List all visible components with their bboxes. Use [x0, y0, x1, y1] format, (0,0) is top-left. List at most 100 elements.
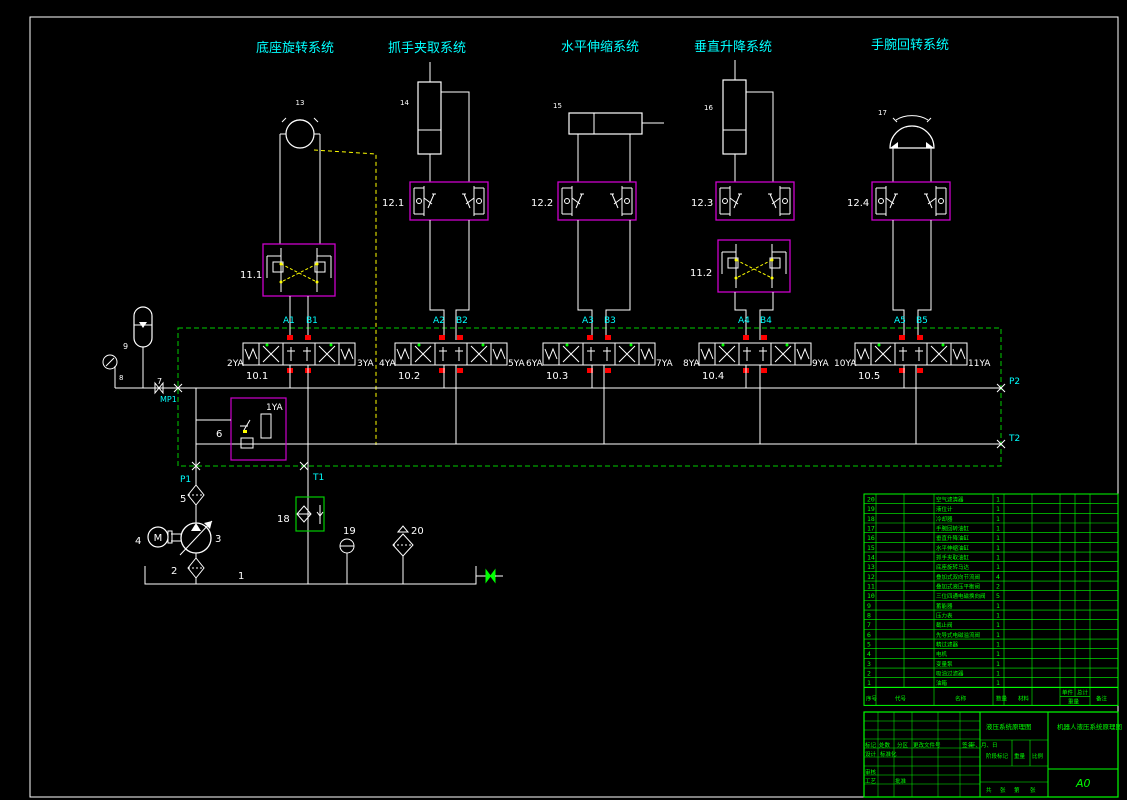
bom-no: 11	[867, 583, 875, 591]
svg-text:8YA: 8YA	[683, 359, 701, 369]
project-name: 机器人液压系统原理图	[1057, 722, 1122, 731]
title-vertical: 垂直升降系统	[694, 40, 772, 55]
bom-name: 三位四通电磁换向阀	[936, 592, 986, 600]
process-label: 工艺	[865, 778, 877, 785]
bom-no: 19	[867, 505, 875, 513]
bom-no: 13	[867, 563, 875, 571]
revision-header-0: 标记	[865, 741, 877, 749]
directional-valve-10-4	[698, 334, 812, 374]
port-mp1: MP1	[160, 395, 177, 404]
svg-text:7YA: 7YA	[656, 359, 674, 369]
bom-name: 变量泵	[936, 660, 953, 668]
bom-name: 压力表	[936, 612, 953, 620]
sheet-0: 共	[986, 786, 992, 794]
bom-name: 空气滤清器	[936, 496, 964, 504]
bom-qty: 1	[996, 660, 1000, 668]
bom-qty: 5	[996, 592, 1000, 600]
bom-name: 电机	[936, 650, 948, 658]
bom-no: 5	[867, 641, 871, 649]
bom-name: 吸油过滤器	[936, 670, 964, 678]
label-11-2: 11.2	[690, 268, 712, 279]
bom-name: 先导式电磁溢流阀	[936, 631, 980, 639]
motor-m: M	[154, 533, 163, 544]
label-12-3: 12.3	[691, 198, 713, 209]
bom-name: 叠加式液压平衡阀	[936, 583, 980, 591]
bom-no: 9	[867, 602, 871, 610]
bom-qty: 1	[996, 534, 1000, 542]
accumulator-9	[133, 306, 153, 388]
bom-name: 油箱	[936, 679, 948, 687]
throttle-valve-12-1	[409, 181, 489, 221]
bom-qty: 1	[996, 496, 1000, 504]
bom-name: 截止阀	[936, 621, 953, 629]
label-16: 16	[704, 104, 713, 112]
svg-text:1YA: 1YA	[266, 403, 284, 413]
label-17: 17	[878, 109, 887, 117]
bom-name: 手腕回转油缸	[936, 525, 970, 533]
balance-valve-11-1	[262, 243, 336, 297]
wrist-rotary-actuator-17	[889, 115, 935, 182]
bom-header-total_w: 总计	[1077, 688, 1089, 696]
bom-header-material: 材料	[1018, 694, 1030, 702]
directional-valve-10-5	[854, 334, 968, 374]
svg-text:10YA: 10YA	[834, 359, 857, 369]
bom-name: 冷却器	[936, 515, 953, 523]
label-18: 18	[277, 514, 290, 525]
bom-name: 抓手夹取油缸	[936, 554, 970, 562]
label-14: 14	[400, 99, 409, 107]
directional-valve-10-3	[542, 334, 656, 374]
vertical-cylinder-16	[722, 60, 774, 182]
svg-text:A3: A3	[582, 316, 594, 326]
pump-group	[147, 466, 213, 584]
bom-qty: 1	[996, 621, 1000, 629]
revision-header-4: 签名	[962, 741, 973, 749]
label-13: 13	[296, 99, 305, 107]
bom-no: 12	[867, 573, 875, 581]
directional-valve-10-1	[242, 334, 356, 374]
label-12-4: 12.4	[847, 198, 869, 209]
bom-name: 垂直升降油缸	[936, 534, 970, 542]
cooler-18	[295, 496, 325, 532]
pressure-gauge-8	[102, 354, 118, 388]
throttle-valve-12-3	[715, 181, 795, 221]
valve-manifold-boundary	[177, 327, 1002, 467]
bom-qty: 1	[996, 515, 1000, 523]
bom-no: 6	[867, 631, 871, 639]
svg-text:5YA: 5YA	[508, 359, 526, 369]
title-gripper: 抓手夹取系统	[388, 41, 466, 56]
title-block: 液压系统原理图机器人液压系统原理图标记处数分区更改文件号签名年、月、日阶段标记重…	[863, 711, 1122, 798]
pressure-line-p	[115, 365, 1001, 389]
tank-line-t	[196, 365, 1001, 584]
bom-qty: 2	[996, 583, 1000, 591]
svg-text:9YA: 9YA	[812, 359, 830, 369]
svg-text:3YA: 3YA	[357, 359, 375, 369]
title-horizontal: 水平伸缩系统	[561, 39, 639, 55]
bom-no: 14	[867, 554, 875, 562]
bom-no: 2	[867, 670, 871, 678]
stop-valve-7	[154, 381, 164, 395]
svg-text:10.5: 10.5	[858, 371, 880, 382]
directional-valve-10-2	[394, 334, 508, 374]
sheet-3: 张	[1030, 786, 1036, 794]
bom-header-unit_w: 单件	[1062, 688, 1074, 696]
revision-header-5: 年、月、日	[970, 741, 998, 749]
bom-no: 17	[867, 525, 875, 533]
rotary-motor-13	[279, 117, 377, 445]
svg-text:10.3: 10.3	[546, 371, 568, 382]
bom-qty: 1	[996, 554, 1000, 562]
port-p2: P2	[1009, 377, 1020, 387]
label-2: 2	[171, 566, 177, 577]
label-9: 9	[123, 342, 128, 351]
bom-name: 液位计	[936, 505, 953, 513]
approve-label: 批准	[895, 777, 907, 785]
bom-no: 18	[867, 515, 875, 523]
port-t2: T2	[1008, 434, 1020, 444]
port-p1: P1	[180, 475, 191, 485]
label-19: 19	[343, 526, 356, 537]
valve-numbers: 10.1 10.2 10.3 10.4 10.5	[246, 371, 880, 382]
bom-header-name: 名称	[955, 694, 967, 702]
svg-text:A1: A1	[283, 316, 295, 326]
bom-qty: 1	[996, 612, 1000, 620]
